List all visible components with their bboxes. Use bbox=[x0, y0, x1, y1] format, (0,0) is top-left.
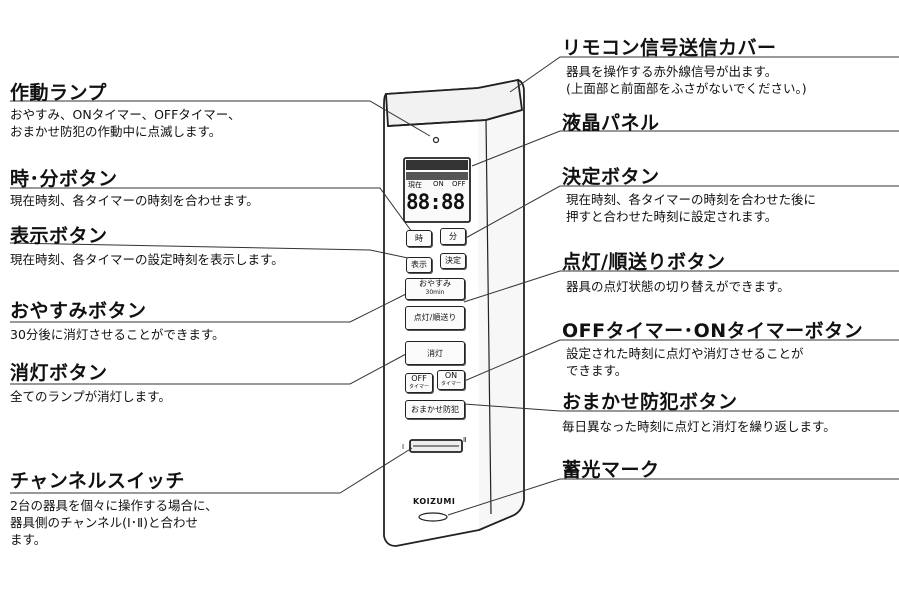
oyasumi-button[interactable]: おやすみ 30min bbox=[405, 278, 465, 300]
oyasumi-sub: 30min bbox=[425, 289, 445, 296]
cover-title: リモコン信号送信カバー bbox=[562, 37, 777, 59]
cover-desc-1: 器具を操作する赤外線信号が出ます。 bbox=[566, 64, 778, 79]
set-button[interactable]: 決定 bbox=[440, 253, 466, 269]
channel-desc-3: ます。 bbox=[10, 532, 47, 547]
display-title: 表示ボタン bbox=[10, 225, 108, 247]
lamp-title: 作動ランプ bbox=[10, 82, 107, 104]
hour-button[interactable]: 時 bbox=[406, 230, 432, 247]
off-button[interactable]: 消灯 bbox=[405, 341, 465, 365]
oyasumi-desc: 30分後に消灯させることができます。 bbox=[10, 327, 225, 342]
lamp-desc-1: おやすみ、ONタイマー、OFFタイマー、 bbox=[10, 107, 241, 122]
on-timer-sub: タイマー bbox=[440, 381, 461, 387]
on-timer-button[interactable]: ON タイマー bbox=[437, 370, 465, 390]
hour-min-title: 時･分ボタン bbox=[10, 168, 118, 190]
lcd-label-now: 現在 bbox=[408, 181, 422, 189]
channel-title: チャンネルスイッチ bbox=[10, 470, 185, 492]
glow-mark bbox=[418, 512, 448, 522]
lcd-label-off: OFF bbox=[452, 180, 466, 188]
oyasumi-title: おやすみボタン bbox=[10, 300, 147, 322]
set-desc-2: 押すと合わせた時刻に設定されます。 bbox=[566, 209, 778, 224]
off-timer-sub: タイマー bbox=[408, 384, 429, 390]
timer-desc-1: 設定された時刻に点灯や消灯させることが bbox=[566, 346, 804, 361]
light-title: 点灯/順送りボタン bbox=[562, 251, 726, 273]
timer-desc-2: できます。 bbox=[566, 363, 628, 378]
remote-body-side bbox=[477, 79, 525, 531]
off-desc: 全てのランプが消灯します。 bbox=[10, 389, 171, 404]
channel-label-2: Ⅱ bbox=[463, 436, 467, 444]
oyasumi-label: おやすみ bbox=[419, 279, 451, 288]
timer-title: OFFタイマー･ONタイマーボタン bbox=[562, 320, 864, 342]
leader-lines bbox=[9, 56, 899, 516]
security-button[interactable]: おまかせ防犯 bbox=[405, 400, 465, 419]
set-desc-1: 現在時刻、各タイマーの時刻を合わせた後に bbox=[566, 192, 817, 207]
lcd-label-on: ON bbox=[433, 180, 444, 188]
off-timer-label: OFF bbox=[411, 374, 427, 383]
lcd-digits: 88:88 bbox=[406, 190, 465, 214]
lamp-indicator bbox=[432, 136, 440, 144]
set-title: 決定ボタン bbox=[562, 166, 660, 188]
lcd-title: 液晶パネル bbox=[562, 112, 660, 134]
display-desc: 現在時刻、各タイマーの設定時刻を表示します。 bbox=[10, 252, 284, 267]
channel-desc-1: 2台の器具を個々に操作する場合に、 bbox=[10, 498, 218, 513]
brand-logo: KOIZUMI bbox=[413, 497, 456, 506]
cover-desc-2: (上面部と前面部をふさがないでください。) bbox=[566, 81, 807, 96]
lamp-desc-2: おまかせ防犯の作動中に点滅します。 bbox=[10, 124, 222, 139]
display-button[interactable]: 表示 bbox=[406, 257, 432, 273]
channel-label-1: Ⅰ bbox=[402, 443, 405, 451]
on-timer-label: ON bbox=[444, 371, 458, 380]
off-timer-button[interactable]: OFF タイマー bbox=[405, 373, 433, 393]
security-desc: 毎日異なった時刻に点灯と消灯を繰り返します。 bbox=[562, 419, 836, 434]
glow-title: 蓄光マーク bbox=[562, 459, 660, 481]
light-desc: 器具の点灯状態の切り替えができます。 bbox=[566, 279, 790, 294]
off-title: 消灯ボタン bbox=[10, 362, 108, 384]
minute-button[interactable]: 分 bbox=[440, 228, 466, 245]
hour-min-desc: 現在時刻、各タイマーの時刻を合わせます。 bbox=[10, 193, 259, 208]
security-title: おまかせ防犯ボタン bbox=[562, 391, 738, 413]
light-button[interactable]: 点灯/順送り bbox=[405, 306, 465, 330]
remote-control bbox=[383, 78, 525, 547]
channel-desc-2: 器具側のチャンネル(Ⅰ･Ⅱ)と合わせ bbox=[10, 515, 198, 530]
